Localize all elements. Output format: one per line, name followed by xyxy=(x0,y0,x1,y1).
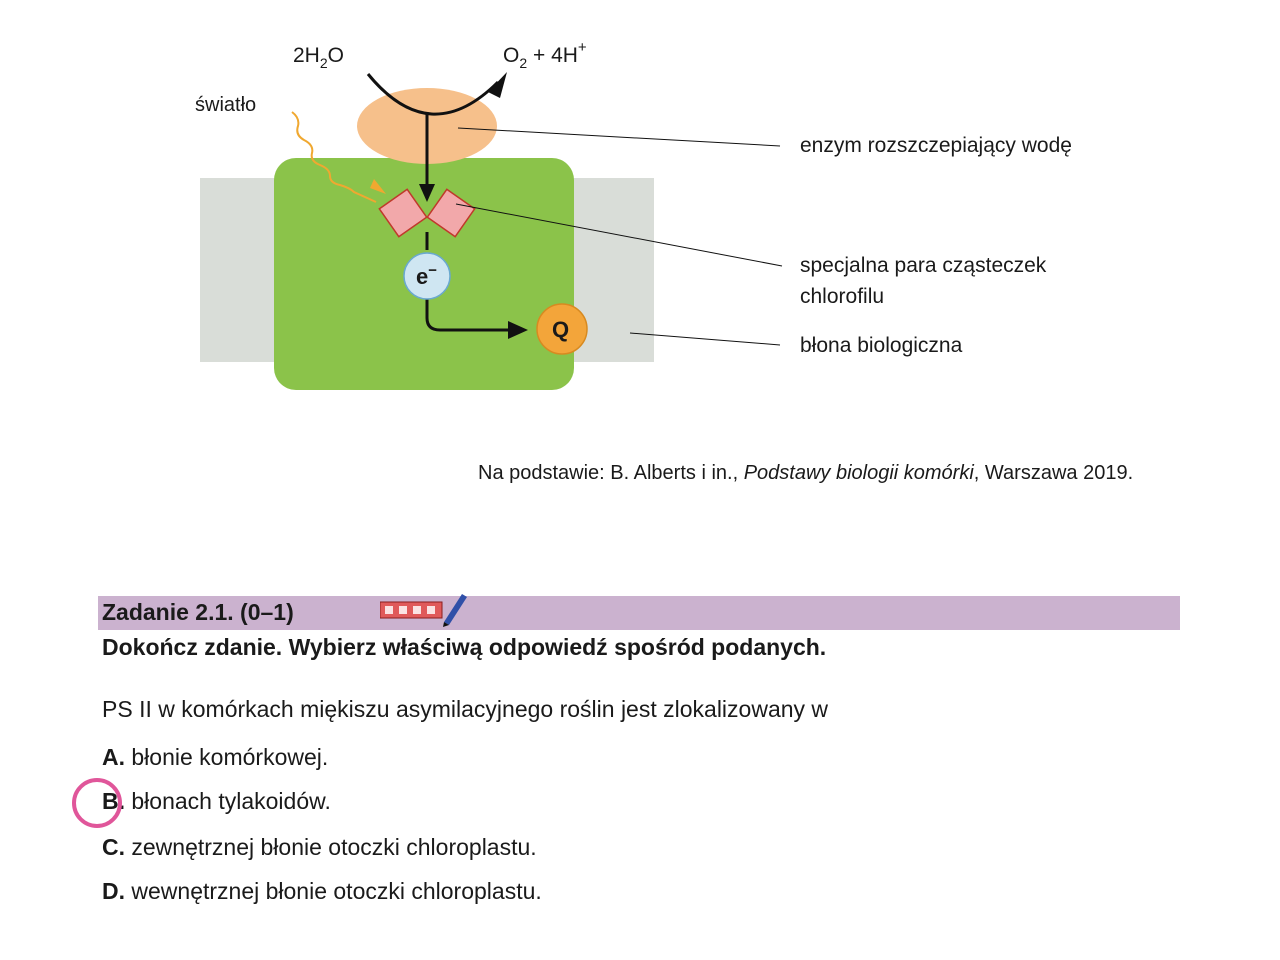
source-prefix: Na podstawie: B. Alberts i in., xyxy=(478,462,744,484)
option-a[interactable]: A. błonie komórkowej. xyxy=(102,744,328,771)
option-d-letter: D. xyxy=(102,878,125,904)
source-title: Podstawy biologii komórki xyxy=(743,462,974,484)
task-header-bar: Zadanie 2.1. (0–1) xyxy=(98,594,1180,630)
oxygen-label: O2 + 4H+ xyxy=(503,39,587,71)
photosystem-diagram: e− Q 2H2O O2 + 4H+ światło enzym rozszcz… xyxy=(195,39,1072,390)
option-a-text: błonie komórkowej. xyxy=(125,744,329,770)
electron-label: e− xyxy=(416,262,437,289)
option-b[interactable]: B. błonach tylakoidów. xyxy=(102,788,331,815)
callout-chlorophyll-line1: specjalna para cząsteczek xyxy=(800,254,1047,277)
option-c[interactable]: C. zewnętrznej błonie otoczki chloroplas… xyxy=(102,834,537,861)
option-c-text: zewnętrznej błonie otoczki chloroplastu. xyxy=(125,834,537,860)
light-arrow xyxy=(291,111,377,203)
quinone-circle xyxy=(536,303,588,355)
callout-line-chlorophyll xyxy=(455,203,783,267)
electron-circle xyxy=(403,252,451,300)
light-arrowhead xyxy=(370,179,386,194)
callout-enzyme: enzym rozszczepiający wodę xyxy=(800,134,1072,157)
callout-chlorophyll-line2: chlorofilu xyxy=(800,285,884,308)
task-instruction: Dokończ zdanie. Wybierz właściwą odpowie… xyxy=(102,634,827,660)
option-d-text: wewnętrznej błonie otoczki chloroplastu. xyxy=(125,878,542,904)
quinone-label: Q xyxy=(552,317,569,342)
water-oxidation-arrow xyxy=(366,73,500,116)
task-question: PS II w komórkach miękiszu asymilacyjneg… xyxy=(102,696,829,722)
callout-line-enzyme xyxy=(457,127,781,147)
water-oxidation-arrowhead xyxy=(488,72,507,98)
source-suffix: , Warszawa 2019. xyxy=(973,462,1134,484)
electron-down-arrowhead xyxy=(419,184,435,202)
chlorophyll-pair xyxy=(378,188,476,238)
water-label: 2H2O xyxy=(293,44,344,71)
source-citation: Na podstawie: B. Alberts i in., Podstawy… xyxy=(478,462,1133,485)
marked-answer-circle xyxy=(72,778,122,828)
task-title: Zadanie 2.1. (0–1) xyxy=(102,599,294,625)
electron-path-arrowhead xyxy=(508,321,528,339)
electron-path-to-q xyxy=(425,296,510,332)
option-c-letter: C. xyxy=(102,834,125,860)
option-d[interactable]: D. wewnętrznej błonie otoczki chloroplas… xyxy=(102,878,542,905)
option-a-letter: A. xyxy=(102,744,125,770)
scoring-pencil-icon xyxy=(380,594,467,627)
callout-membrane: błona biologiczna xyxy=(800,334,963,357)
callout-line-membrane xyxy=(629,332,781,346)
option-b-text: błonach tylakoidów. xyxy=(125,788,331,814)
light-label: światło xyxy=(195,94,256,116)
